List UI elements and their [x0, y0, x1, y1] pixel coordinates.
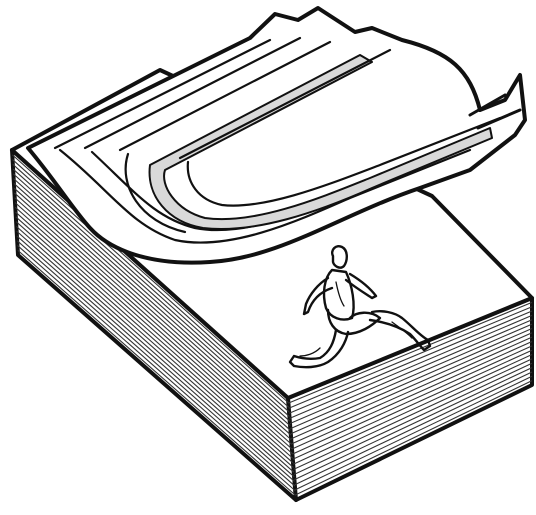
illustration-canvas [0, 0, 536, 515]
flip-book-icon [0, 0, 536, 515]
